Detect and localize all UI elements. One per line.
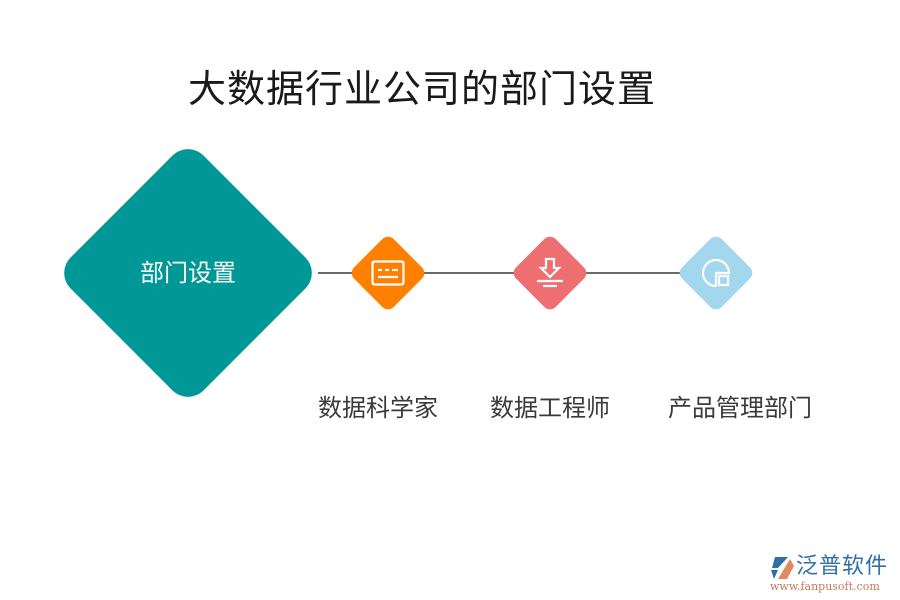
watermark-url: www.fanpusoft.com (770, 580, 880, 593)
connector-line (318, 272, 354, 274)
keyboard-icon (348, 233, 428, 313)
connector-line (422, 272, 516, 274)
watermark: 泛普软件 www.fanpusoft.com (766, 553, 896, 598)
node-label: 数据工程师 (490, 394, 610, 422)
watermark-brand: 泛普软件 (796, 554, 889, 579)
node-product-management (676, 233, 756, 313)
download-icon (510, 233, 590, 313)
node-data-engineer (510, 233, 590, 313)
pie-chart-icon (676, 233, 756, 313)
brand-logo-icon (771, 557, 794, 579)
node-label: 数据科学家 (318, 394, 438, 422)
connector-line (584, 272, 682, 274)
node-data-scientist (348, 233, 428, 313)
center-label: 部门设置 (140, 259, 236, 287)
node-label: 产品管理部门 (668, 394, 812, 422)
page-title: 大数据行业公司的部门设置 (188, 67, 657, 111)
